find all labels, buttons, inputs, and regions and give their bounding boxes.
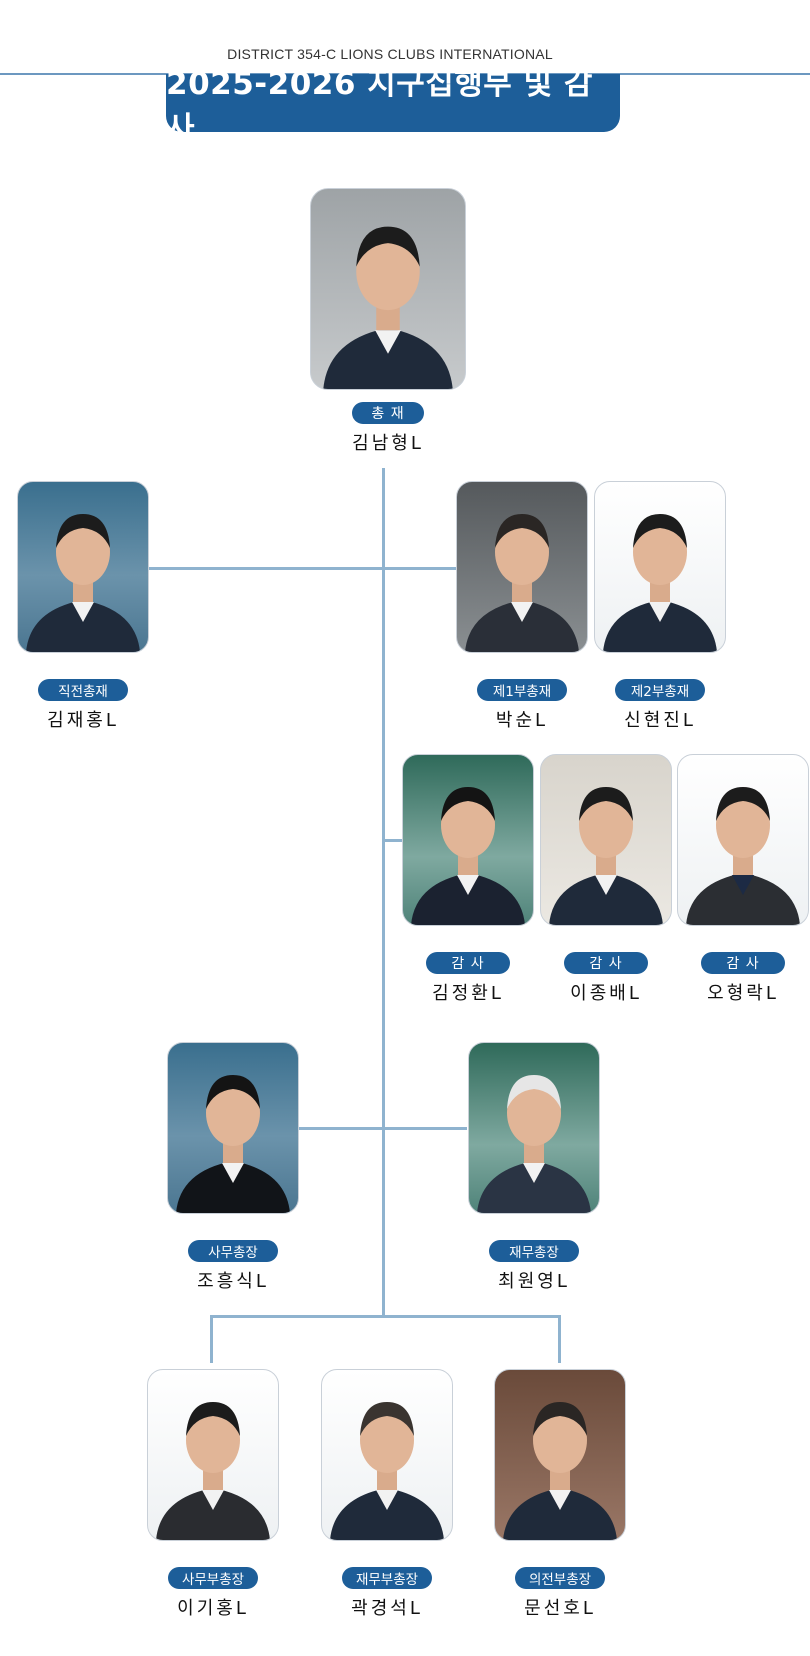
- auditor-photo: [402, 754, 534, 926]
- vice-branch-line: [148, 567, 456, 570]
- second-vice-governor-photo: [594, 481, 726, 653]
- person-portrait-icon: [411, 787, 525, 925]
- governor-photo: [310, 188, 466, 390]
- role-badge: 감 사: [426, 952, 510, 974]
- role-badge: 사무부총장: [168, 1567, 258, 1589]
- deputy-treasurer-photo: [321, 1369, 453, 1541]
- person-name: 이기홍L: [177, 1598, 249, 1619]
- person-portrait-icon: [465, 514, 579, 652]
- district-subtitle: DISTRICT 354-C LIONS CLUBS INTERNATIONAL: [227, 46, 553, 62]
- person-name: 곽경석L: [351, 1598, 423, 1619]
- deputy-secretary-card: 사무부총장 이기홍L: [147, 1369, 279, 1620]
- secretary-general-card: 사무총장 조흥식L: [167, 1042, 299, 1293]
- person-name: 오형락L: [707, 983, 779, 1004]
- treasurer-general-card: 재무총장 최원영L: [468, 1042, 600, 1293]
- deputy-secretary-photo: [147, 1369, 279, 1541]
- person-portrait-icon: [330, 1402, 444, 1540]
- role-badge: 감 사: [564, 952, 648, 974]
- role-badge: 사무총장: [188, 1240, 278, 1262]
- deputy-drop-left: [210, 1315, 213, 1363]
- auditor-branch-line: [382, 839, 402, 842]
- person-name: 김남형L: [352, 433, 424, 454]
- role-badge: 의전부총장: [515, 1567, 605, 1589]
- auditor-card: 감 사 김정환L: [402, 754, 534, 1005]
- role-badge: 제1부총재: [477, 679, 567, 701]
- page-title: 2025-2026 지구집행부 및 감사: [166, 66, 620, 147]
- person-name: 이종배L: [570, 983, 642, 1004]
- person-name: 박순L: [495, 710, 549, 731]
- person-name: 조흥식L: [197, 1271, 269, 1292]
- person-portrait-icon: [686, 787, 800, 925]
- person-portrait-icon: [603, 514, 717, 652]
- person-name: 김재홍L: [47, 710, 119, 731]
- deputy-branch-line: [210, 1315, 561, 1318]
- person-portrait-icon: [26, 514, 140, 652]
- auditor-photo: [540, 754, 672, 926]
- auditor-card: 감 사 오형락L: [677, 754, 809, 1005]
- deputy-protocol-photo: [494, 1369, 626, 1541]
- person-portrait-icon: [503, 1402, 617, 1540]
- role-badge: 감 사: [701, 952, 785, 974]
- person-portrait-icon: [549, 787, 663, 925]
- role-badge: 재무총장: [489, 1240, 579, 1262]
- first-vice-governor-photo: [456, 481, 588, 653]
- person-name: 신현진L: [624, 710, 696, 731]
- person-portrait-icon: [477, 1075, 591, 1213]
- treasurer-general-photo: [468, 1042, 600, 1214]
- person-name: 최원영L: [498, 1271, 570, 1292]
- role-badge: 재무부총장: [342, 1567, 432, 1589]
- first-vice-governor-card: 제1부총재 박순L: [456, 481, 588, 732]
- past-governor-photo: [17, 481, 149, 653]
- person-portrait-icon: [156, 1402, 270, 1540]
- person-portrait-icon: [176, 1075, 290, 1213]
- role-badge: 총 재: [352, 402, 424, 424]
- role-badge: 제2부총재: [615, 679, 705, 701]
- secretary-general-photo: [167, 1042, 299, 1214]
- trunk-line: [382, 468, 385, 1318]
- deputy-protocol-card: 의전부총장 문선호L: [494, 1369, 626, 1620]
- role-badge: 직전총재: [38, 679, 128, 701]
- person-portrait-icon: [323, 226, 453, 389]
- second-vice-governor-card: 제2부총재 신현진L: [594, 481, 726, 732]
- general-branch-line: [297, 1127, 467, 1130]
- auditor-photo: [677, 754, 809, 926]
- deputy-drop-right: [558, 1315, 561, 1363]
- auditor-card: 감 사 이종배L: [540, 754, 672, 1005]
- person-name: 김정환L: [432, 983, 504, 1004]
- deputy-treasurer-card: 재무부총장 곽경석L: [321, 1369, 453, 1620]
- person-name: 문선호L: [524, 1598, 596, 1619]
- past-governor-card: 직전총재 김재홍L: [17, 481, 149, 732]
- governor-card: 총 재 김남형L: [310, 188, 466, 455]
